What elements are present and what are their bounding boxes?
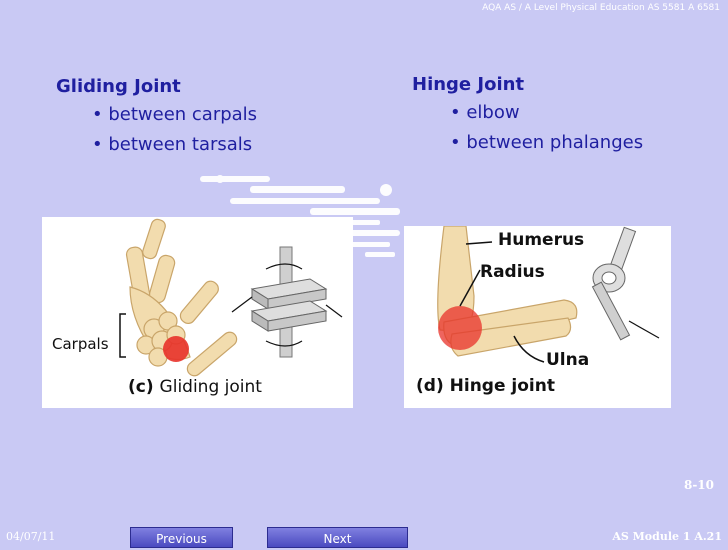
gliding-caption-text: Gliding joint — [159, 377, 262, 397]
hinge-joint-figure: Humerus Radius Ulna (d) Hinge joint — [404, 226, 671, 408]
next-button[interactable]: Next — [267, 527, 408, 548]
gliding-joint-model — [231, 246, 343, 358]
gliding-joint-title: Gliding Joint — [56, 76, 181, 97]
skeleton-sketch-decoration — [200, 175, 400, 257]
previous-button[interactable]: Previous — [130, 527, 233, 548]
course-header: AQA AS / A Level Physical Education AS 5… — [482, 3, 720, 13]
ulna-label: Ulna — [546, 350, 590, 370]
gliding-caption-letter: (c) — [128, 377, 154, 397]
hinge-bullet-phalanges: • between phalanges — [450, 132, 644, 153]
gliding-joint-figure: Carpals (c) Gliding joint — [42, 217, 353, 408]
radius-label: Radius — [480, 262, 545, 282]
elbow-bones-illustration — [437, 226, 660, 363]
gliding-bullet-tarsals: • between tarsals — [92, 134, 253, 155]
humerus-label: Humerus — [498, 230, 585, 250]
hinge-caption-text: Hinge joint — [449, 376, 555, 396]
gliding-figure-caption: (c) Gliding joint — [128, 377, 262, 397]
gliding-bullet-carpals: • between carpals — [92, 104, 258, 125]
slide-number: 8-10 — [683, 478, 714, 492]
hinge-joint-model — [591, 226, 660, 341]
hinge-bullet-elbow: • elbow — [450, 102, 520, 123]
hinge-joint-title: Hinge Joint — [412, 74, 525, 95]
hinge-figure-caption: (d) Hinge joint — [416, 376, 555, 396]
carpals-label: Carpals — [52, 335, 109, 353]
footer-module: AS Module 1 A.21 — [612, 530, 722, 543]
hand-bones-illustration — [119, 218, 343, 377]
footer-date: 04/07/11 — [6, 530, 56, 543]
hinge-caption-letter: (d) — [416, 376, 444, 396]
